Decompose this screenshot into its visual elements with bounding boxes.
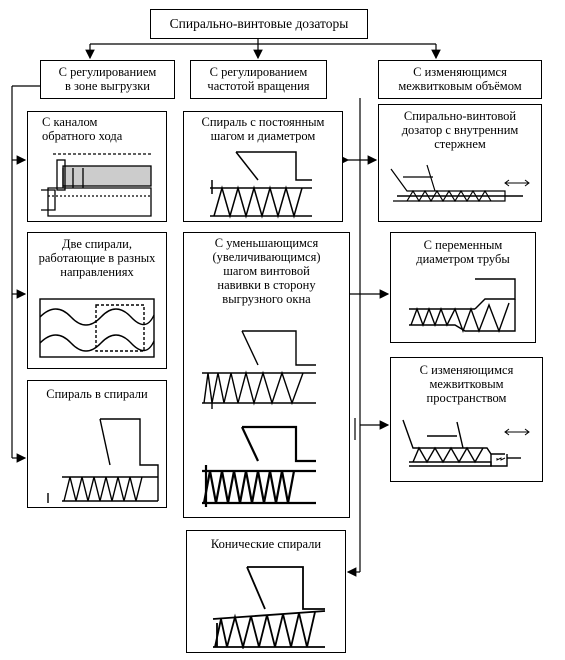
box-inner-rod: Спирально-винтовой дозатор с внутренним … <box>378 104 542 222</box>
category-volume: С изменяющимся межвитковым объёмом <box>378 60 542 99</box>
inner-rod-diagram <box>390 164 530 203</box>
box-constant: Спираль с постоянным шагом и диаметром <box>183 111 343 222</box>
variable-space-label: С изменяющимся межвитковым пространством <box>419 363 514 405</box>
conical-label: Конические спирали <box>210 537 322 551</box>
box-spiral-in-spiral: Спираль в спирали <box>27 380 167 508</box>
decreasing-diagram-bottom <box>202 425 316 507</box>
two-spirals-diagram <box>39 298 155 358</box>
decreasing-label: С уменьшающимся (увеличивающимся) шагом … <box>212 236 321 306</box>
box-conical: Конические спирали <box>186 530 346 653</box>
category-rotation: С регулированием частотой вращения <box>190 60 327 99</box>
root-box: Спирально-винтовые дозаторы <box>150 9 368 39</box>
spiral-in-spiral-label: Спираль в спирали <box>46 387 148 401</box>
conical-diagram <box>212 566 326 649</box>
return-channel-label: С каналом обратного хода <box>42 115 123 143</box>
variable-diameter-label: С переменным диаметром трубы <box>416 238 510 266</box>
box-variable-diameter: С переменным диаметром трубы <box>390 232 536 343</box>
box-return-channel: С каналом обратного хода <box>27 111 167 222</box>
decreasing-diagram-top <box>202 330 316 409</box>
inner-rod-label: Спирально-винтовой дозатор с внутренним … <box>401 109 519 151</box>
two-spirals-label: Две спирали, работающие в разных направл… <box>38 237 156 279</box>
box-decreasing: С уменьшающимся (увеличивающимся) шагом … <box>183 232 350 518</box>
variable-diameter-diagram <box>409 278 516 334</box>
box-two-spirals: Две спирали, работающие в разных направл… <box>27 232 167 369</box>
root-title: Спирально-винтовые дозаторы <box>169 16 349 31</box>
category-unloading-label: С регулированием в зоне выгрузки <box>58 65 157 93</box>
return-channel-diagram <box>41 153 152 217</box>
category-unloading: С регулированием в зоне выгрузки <box>40 60 175 99</box>
category-volume-label: С изменяющимся межвитковым объёмом <box>398 65 522 93</box>
box-variable-space: С изменяющимся межвитковым пространством <box>390 357 543 482</box>
constant-label: Спираль с постоянным шагом и диаметром <box>201 115 325 143</box>
constant-diagram <box>210 151 312 219</box>
category-rotation-label: С регулированием частотой вращения <box>207 65 310 93</box>
spiral-in-spiral-diagram <box>47 418 159 503</box>
variable-space-diagram <box>402 419 530 467</box>
